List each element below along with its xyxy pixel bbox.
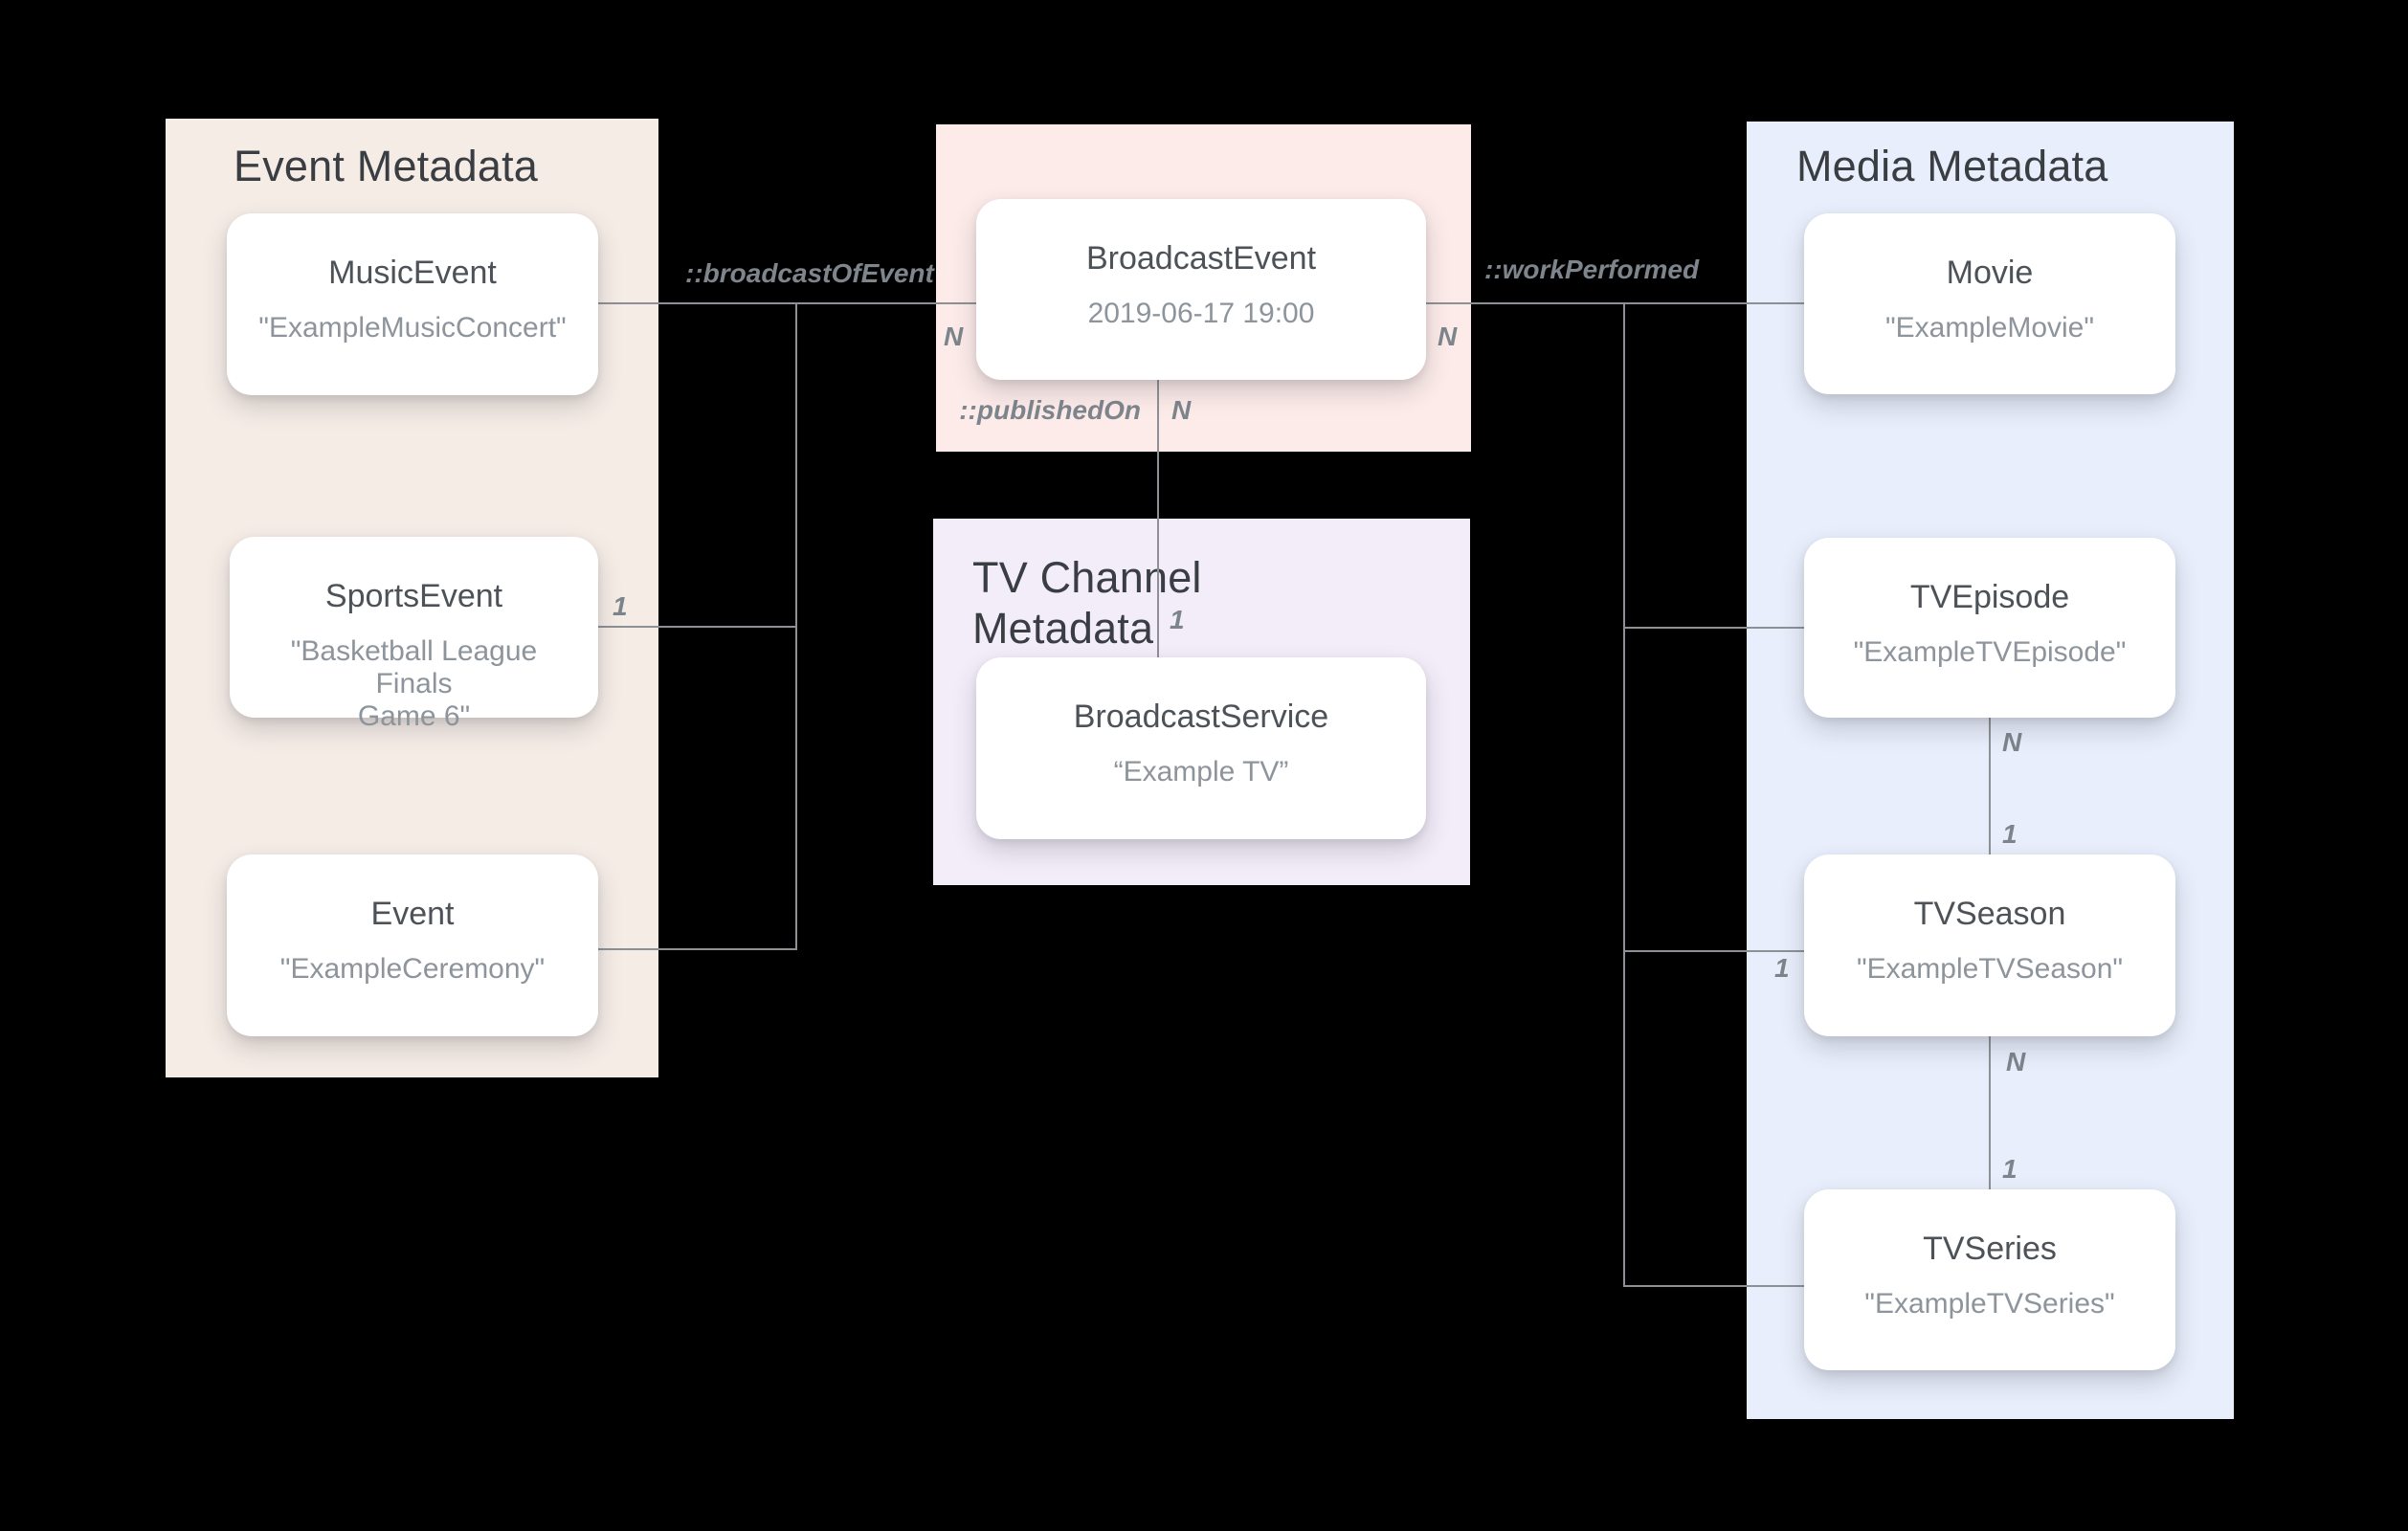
connector-tvseries-stub [1623, 1285, 1807, 1287]
broadcastevent-name: BroadcastEvent [1085, 240, 1317, 277]
event-metadata-title: Event Metadata [234, 142, 538, 190]
event-value: "ExampleCeremony" [279, 953, 546, 985]
musicevent-card: MusicEvent "ExampleMusicConcert" [227, 213, 598, 395]
connector-event-stub [596, 948, 797, 950]
connector-right-bus [1623, 302, 1625, 1287]
cardinality-1-tvseries: 1 [2002, 1154, 2018, 1184]
tvseries-value: "ExampleTVSeries" [1864, 1288, 2115, 1320]
relation-label-workperformed: ::workPerformed [1484, 255, 1700, 284]
cardinality-n-broadcastofevent: N [944, 322, 964, 351]
tvseason-card: TVSeason "ExampleTVSeason" [1804, 854, 2175, 1036]
tvepisode-card: TVEpisode "ExampleTVEpisode" [1804, 538, 2175, 718]
connector-tvepisode-tvseason [1989, 718, 1991, 855]
tv-channel-metadata-title: TV Channel Metadata [972, 553, 1202, 653]
cardinality-1-tvseason-stub: 1 [1774, 953, 1790, 983]
relation-label-broadcastofevent: ::broadcastOfEvent [685, 258, 934, 288]
connector-broadcastevent-movie [1425, 302, 1805, 304]
sportsevent-name: SportsEvent [324, 578, 503, 614]
connector-tvepisode-stub [1623, 627, 1805, 629]
tvseries-name: TVSeries [1923, 1231, 2057, 1267]
cardinality-n-tvseason: N [2006, 1047, 2026, 1076]
cardinality-1-tvseason: 1 [2002, 819, 2018, 849]
cardinality-1-broadcastservice: 1 [1170, 605, 1185, 634]
tvseason-value: "ExampleTVSeason" [1856, 953, 2124, 985]
event-name: Event [370, 896, 455, 932]
movie-value: "ExampleMovie" [1884, 312, 2095, 344]
broadcastservice-name: BroadcastService [1073, 699, 1329, 735]
tvseries-card: TVSeries "ExampleTVSeries" [1804, 1189, 2175, 1370]
connector-tvseason-tvseries [1989, 1036, 1991, 1190]
cardinality-n-publishedon: N [1171, 395, 1192, 425]
cardinality-n-workperformed: N [1438, 322, 1458, 351]
musicevent-name: MusicEvent [328, 255, 497, 291]
tvseason-name: TVSeason [1913, 896, 2066, 932]
cardinality-n-tvepisode: N [2002, 727, 2022, 757]
relation-label-publishedon: ::publishedOn [959, 395, 1141, 425]
broadcastevent-value: 2019-06-17 19:00 [1087, 298, 1315, 329]
musicevent-value: "ExampleMusicConcert" [258, 312, 567, 344]
broadcastevent-card: BroadcastEvent 2019-06-17 19:00 [976, 199, 1426, 380]
media-metadata-title: Media Metadata [1796, 142, 2108, 190]
tvepisode-name: TVEpisode [1909, 579, 2070, 615]
connector-sportsevent-stub [596, 626, 797, 628]
movie-card: Movie "ExampleMovie" [1804, 213, 2175, 394]
connector-publishedon [1157, 380, 1159, 658]
broadcastservice-value: “Example TV” [1113, 756, 1289, 788]
movie-name: Movie [1946, 255, 2034, 291]
connector-musicevent-broadcastevent [596, 302, 977, 304]
cardinality-1-sportsevent: 1 [613, 591, 628, 621]
connector-tvseason-stub [1623, 950, 1805, 952]
tvepisode-value: "ExampleTVEpisode" [1853, 636, 2127, 668]
broadcastservice-card: BroadcastService “Example TV” [976, 657, 1426, 839]
event-card: Event "ExampleCeremony" [227, 854, 598, 1036]
